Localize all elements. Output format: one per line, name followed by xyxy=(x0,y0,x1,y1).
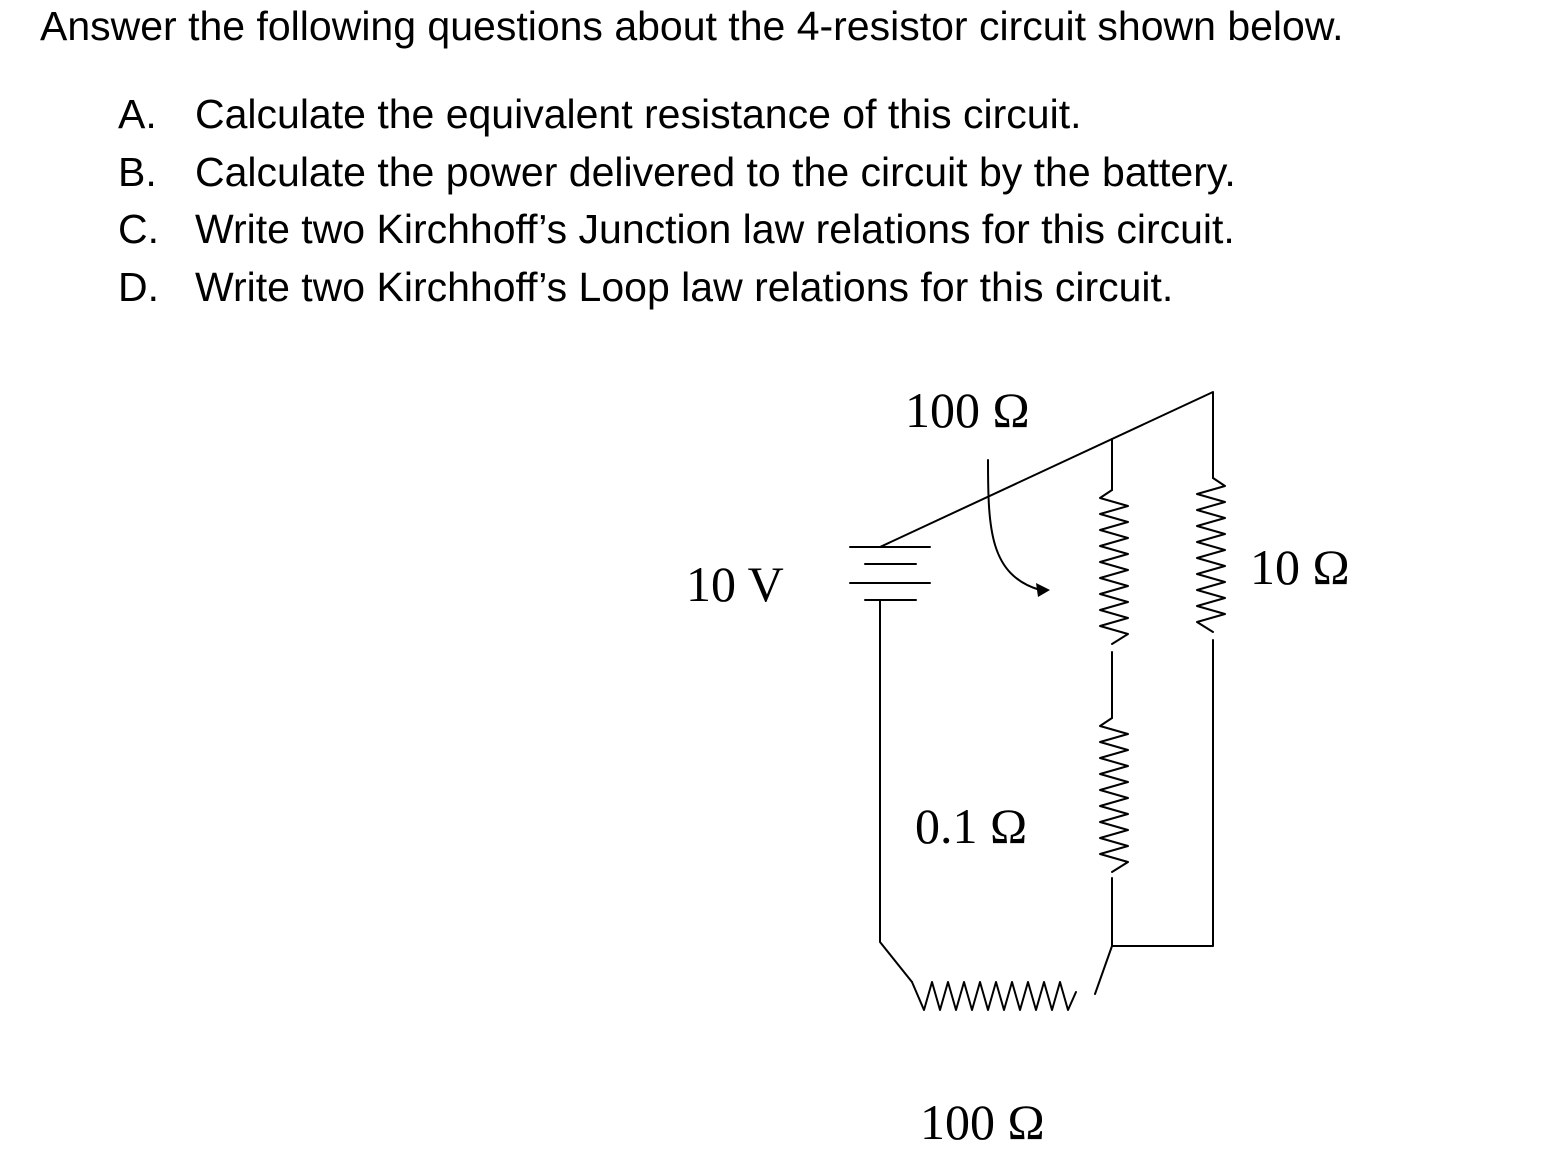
battery-symbol xyxy=(849,546,931,601)
resistor-middle-lower-zigzag xyxy=(1099,717,1129,873)
resistor-middle-upper-zigzag xyxy=(1099,489,1129,645)
question-text: Calculate the power delivered to the cir… xyxy=(195,148,1236,195)
question-letter: C. xyxy=(118,206,159,252)
bottom-resistor-label: 100 Ω xyxy=(920,1094,1045,1150)
intro-text: Answer the following questions about the… xyxy=(40,3,1344,49)
top-resistor-label: 100 Ω xyxy=(905,382,1030,438)
question-item: A. Calculate the equivalent resistance o… xyxy=(118,90,1236,148)
right-resistor-label: 10 Ω xyxy=(1250,539,1350,595)
question-text: Calculate the equivalent resistance of t… xyxy=(195,91,1082,137)
right-branch-bottom-wire xyxy=(1111,639,1214,947)
top-wire xyxy=(879,391,1214,548)
question-item: B. Calculate the power delivered to the … xyxy=(118,148,1236,206)
arrowhead-icon xyxy=(1036,583,1050,597)
question-text: Write two Kirchhoff’s Loop law relations… xyxy=(195,263,1174,310)
resistor-bottom-zigzag xyxy=(911,981,1077,1011)
left-wire xyxy=(879,599,913,983)
question-text: Write two Kirchhoff’s Junction law relat… xyxy=(195,206,1235,252)
middle-resistor-label: 0.1 Ω xyxy=(915,798,1027,854)
question-letter: A. xyxy=(118,91,157,137)
question-item: C. Write two Kirchhoff’s Junction law re… xyxy=(118,205,1236,263)
question-item: D. Write two Kirchhoff’s Loop law relati… xyxy=(118,263,1236,321)
middle-branch-bottom-wire xyxy=(1094,877,1113,995)
label-pointer-arrow xyxy=(987,459,1041,591)
question-letter: D. xyxy=(118,263,159,310)
question-list: A. Calculate the equivalent resistance o… xyxy=(118,90,1236,320)
question-letter: B. xyxy=(118,148,157,195)
resistor-right-zigzag xyxy=(1196,477,1226,633)
battery-label: 10 V xyxy=(686,556,784,612)
